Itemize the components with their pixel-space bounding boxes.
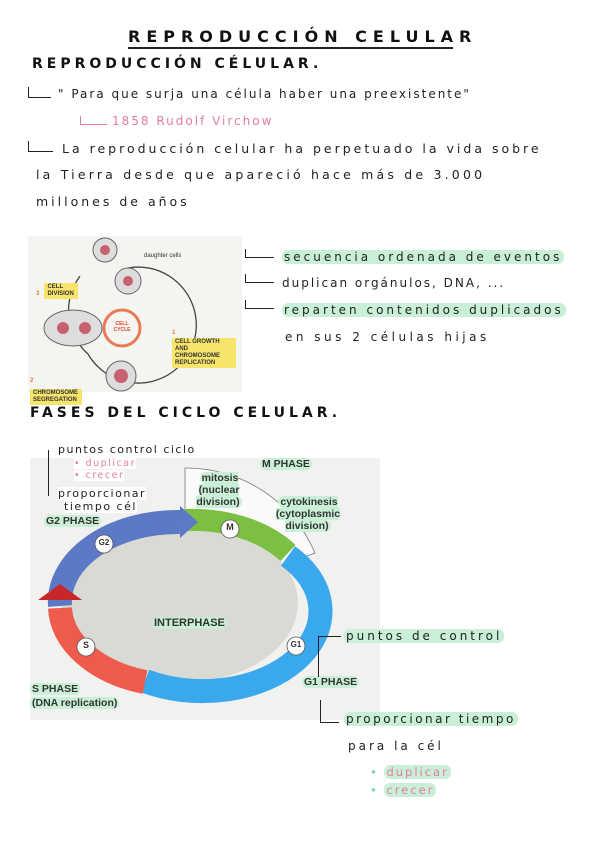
paragraph-line3: millones de años [36,194,190,209]
step2-number: 2 [30,378,34,384]
fig1-note-1: secuencia ordenada de eventos [282,250,565,264]
left-note-1: puntos control ciclo [58,443,196,456]
step1-number: 1 [172,330,176,336]
note1-arrow [245,249,274,258]
step1-box: 1 CELL GROWTH AND CHROMOSOME REPLICATION [172,319,240,368]
daughter-cells-label: daughter cells [144,253,182,259]
section2-title: FASES DEL CICLO CELULAR. [30,405,342,421]
cytokinesis-label: cytokinesis (cytoplasmic division) [275,496,341,532]
quote-arrow [28,87,51,98]
step2-label: CHROMOSOME SEGREGATION [30,389,82,405]
quote-text: " Para que surja una célula haber una pr… [58,87,471,101]
right-note-1: puntos de control [344,629,505,643]
quote-author: 1858 Rudolf Virchow [112,114,274,128]
s-circle-label: S [82,640,89,650]
m-circle-label: M [226,522,234,532]
left-bracket [48,450,57,496]
right-note-5: • crecer [370,783,437,797]
g1-phase-label: G1 PHASE [302,676,360,688]
left-note-2: • duplicar [74,458,136,469]
fig1-note-2: duplican orgánulos, DNA, ... [282,276,506,290]
paragraph-arrow [28,141,53,152]
m-phase-label: M PHASE [260,458,312,470]
right-note-3: para la cél [348,739,444,753]
step3-label: CELL DIVISION [44,283,79,299]
paragraph-line2: la Tierra desde que apareció hace más de… [36,167,486,182]
right-note-4: • duplicar [370,765,451,779]
subtitle: REPRODUCCIÓN CÉLULAR. [32,56,323,72]
left-note-3: • crecer [74,470,125,481]
step3-box: 3 CELL DIVISION [36,280,82,299]
fig1-note-4: en sus 2 células hijas [285,330,490,344]
right-arrow-2 [320,700,339,723]
cell-cycle-figure: daughter cells 3 CELL DIVISION 1 CELL GR… [28,236,242,405]
author-arrow [80,116,107,125]
paragraph-line1: La reproducción celular ha perpetuado la… [62,141,542,156]
g1-circle-label: G1 [290,640,302,649]
left-note-4: proporcionar [58,487,147,500]
g2-phase-label: G2 PHASE [44,515,102,527]
cell-cycle-phases-figure: M PHASE mitosis (nuclear division) cytok… [30,458,380,720]
left-note-5: tiempo cél [64,500,137,513]
s-phase-label: S PHASE (DNA replication) [30,683,120,709]
note3-arrow [245,300,274,309]
g2-circle-label: G2 [98,538,110,547]
main-title-underline [128,47,453,49]
interphase-label: INTERPHASE [152,617,227,629]
step3-number: 3 [36,291,40,297]
cell-cycle-center-label: CELL CYCLE [113,321,131,333]
step1-label: CELL GROWTH AND CHROMOSOME REPLICATION [172,338,236,368]
note2-arrow [245,274,274,283]
right-note-2: proporcionar tiempo [344,712,518,726]
main-title: REPRODUCCIÓN CELULAR [128,27,478,46]
fig1-note-3: reparten contenidos duplicados [282,303,566,317]
cell-cycle-diagram [43,237,197,392]
mitosis-label: mitosis (nuclear division) [196,472,242,508]
step2-box: 2 CHROMOSOME SEGREGATION [30,367,90,405]
right-bracket-top [318,636,341,677]
